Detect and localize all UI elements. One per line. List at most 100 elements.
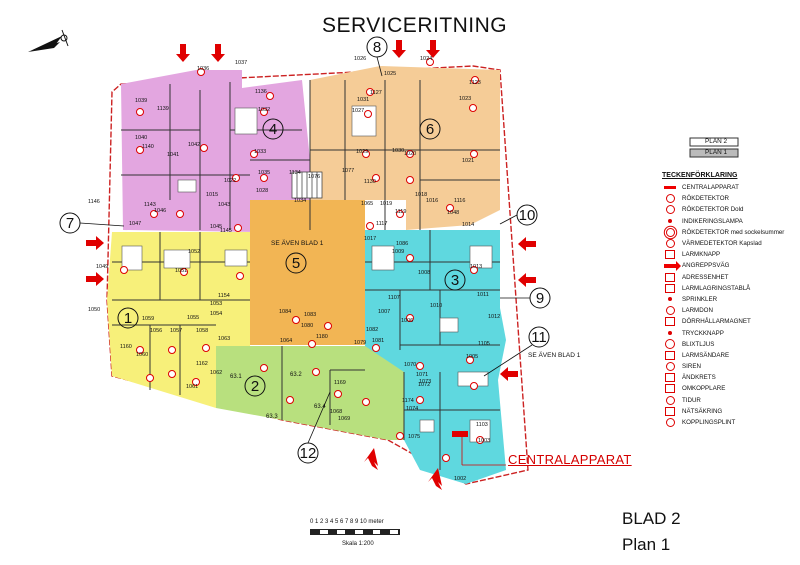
attack-arrow-icon [211,44,225,62]
room-number-label: 1036 [197,66,210,72]
legend-item-label: LARMLAGRINGSTABLÅ [682,284,751,292]
legend-item: ANGREPPSVÄG [662,260,792,271]
room-number-label: 1035 [258,170,271,176]
room-number-label: 1079 [354,340,367,346]
room-number-label: 1074 [406,406,419,412]
room-number-label: 1068 [330,409,343,415]
room-number-label: 1117 [376,221,388,227]
legend-item: RÖKDETEKTOR Dold [662,204,792,215]
room-number-label: 1082 [366,327,379,333]
room-number-label: 1063 [218,336,231,342]
room-number-label: 1043 [218,202,231,208]
room-number-label: 1134 [289,170,301,176]
legend-item-label: RÖKDETEKTOR med sockelsummer [682,228,785,236]
attack-arrow-icon [428,468,442,490]
room-number-label: 1010 [430,303,443,309]
zone-marker [244,375,266,397]
smoke-detector-layer [120,58,484,462]
attack-arrow-icon [518,237,536,251]
callout-marker [528,326,550,348]
detector-marker-label: 63.2 [290,372,302,378]
room-number-label: 1075 [408,434,421,440]
attack-arrow-icon [176,44,190,62]
sheet-label: BLAD 2 [622,509,681,528]
room-number-label: 1080 [301,323,314,329]
dot-symbol-icon [662,217,678,226]
room-number-label: 1119 [395,209,407,215]
smoke-detector-icon [362,150,370,158]
legend-item-label: RÖKDETEKTOR [682,195,729,203]
callout-leaders [79,56,533,444]
detector-marker-label: 63.4 [314,404,326,410]
attack-arrow-icon [86,272,104,286]
room-number-label: 1077 [342,168,355,174]
smoke-detector-icon [232,174,240,182]
attack-arrow-icon [426,40,440,58]
room-number-label: 1174 [402,398,414,404]
furniture [121,105,493,443]
smoke-detector-icon [372,344,380,352]
room-number-label: 1050 [88,307,101,313]
scale-graphic [310,529,400,535]
room-number-label: 1017 [364,236,377,242]
smoke-detector-icon [362,398,370,406]
plan1-swatch [689,148,739,158]
smoke-detector-icon [364,110,372,118]
legend-item: VÄRMEDETEKTOR Kapslad [662,238,792,249]
legend-item: RÖKDETEKTOR [662,193,792,204]
room-number-label: 1016 [426,198,439,204]
box-symbol-icon [662,272,678,282]
callout-number-label: 9 [536,290,544,307]
smoke-detector-icon [406,254,414,262]
room-number-label: 1072 [418,382,431,388]
room-number-label: 1073 [419,379,432,385]
zone-marker [444,269,466,291]
zone-marker [419,118,441,140]
room-number-label: 1054 [210,311,223,317]
room-number-label: 1028 [256,188,269,194]
smoke-detector-icon [136,108,144,116]
legend-item: LARMDON [662,305,792,316]
scale-bar: 0 1 2 3 4 5 6 7 8 9 10 meter [310,519,400,535]
legend-item-label: SIREN [682,363,701,371]
callout-number-label: 8 [373,39,381,56]
smoke-detector-icon [168,346,176,354]
attack-arrow-icon [500,367,518,381]
bar-symbol-icon [662,183,678,192]
level-plan2-label: PLAN 2 [705,138,728,145]
box-symbol-icon [662,373,678,383]
room-number-label: 1086 [396,241,409,247]
smoke-detector-icon [476,436,484,444]
room-number-label: 1059 [142,316,155,322]
scale-ticks: 0 1 2 3 4 5 6 7 8 9 10 meter [310,519,384,525]
room-number-label: 1160 [120,344,132,350]
smoke-detector-icon [470,150,478,158]
legend-item: CENTRALAPPARAT [662,182,792,193]
smoke-detector-icon [260,174,268,182]
attack-route-arrows [86,40,536,490]
smoke-detector-icon [120,266,128,274]
stair-icon [291,171,323,199]
smoke-detector-icon [396,210,404,218]
attack-arrow-icon [392,40,406,58]
callout-number-label: 11 [531,329,547,346]
smoke-detector-icon [372,174,380,182]
room-number-label: 1162 [196,361,208,367]
smoke-detector-icon [442,454,450,462]
room-number-label: 1024 [420,56,433,62]
smoke-detector-icon [334,390,342,398]
zone-number-label: 1 [124,310,132,327]
room-number-label: 1076 [308,174,321,180]
room-number-label: 1064 [280,338,293,344]
smoke-detector-icon [470,382,478,390]
room-number-label: 1026 [354,56,367,62]
smoke-detector-icon [136,146,144,154]
box-symbol-icon [662,384,678,394]
room-number-label: 1140 [142,144,154,150]
legend-item: TIDUR [662,395,792,406]
room-number-label: 1180 [316,334,328,340]
room-number-label: 1049 [96,264,109,270]
smoke-detector-icon [146,374,154,382]
